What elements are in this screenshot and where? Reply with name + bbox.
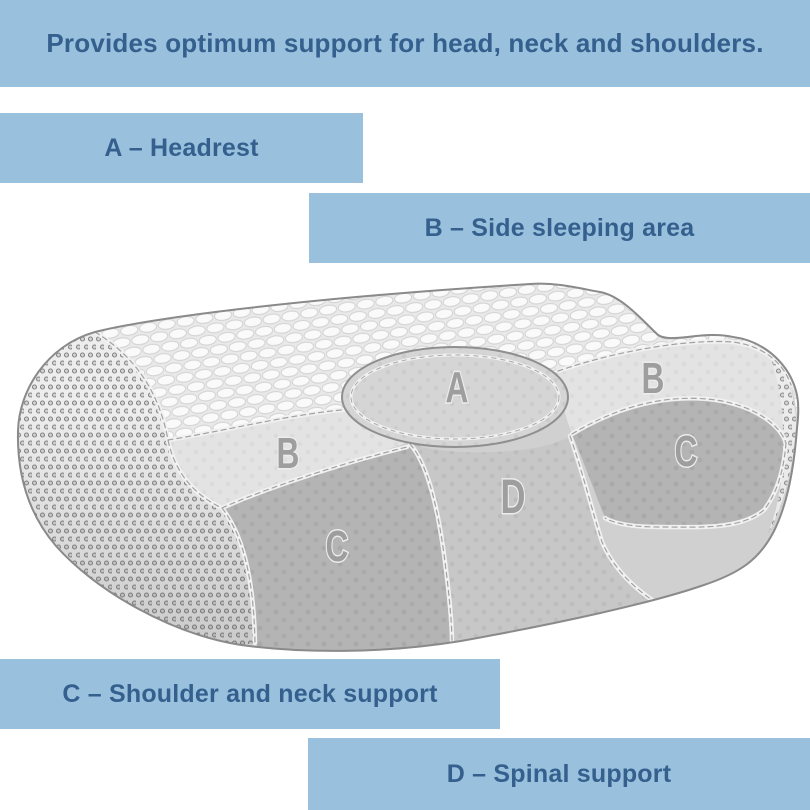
legend-item-c: C – Shoulder and neck support xyxy=(0,659,500,729)
zone-letter-c-right: C xyxy=(675,427,698,476)
zone-d xyxy=(410,436,668,643)
legend-item-a: A – Headrest xyxy=(0,113,363,183)
legend-label-a: A – Headrest xyxy=(104,133,259,162)
zone-letter-b-right: B xyxy=(642,354,665,403)
legend-label-c: C – Shoulder and neck support xyxy=(62,679,438,708)
zone-b-right xyxy=(558,341,794,443)
banner-text: Provides optimum support for head, neck … xyxy=(46,28,764,58)
zone-letter-d: D xyxy=(501,469,526,523)
zone-letter-b-left: B xyxy=(277,429,300,478)
legend-label-d: D – Spinal support xyxy=(446,759,672,788)
legend-label-b: B – Side sleeping area xyxy=(424,213,695,242)
zone-letter-a: A xyxy=(446,363,469,412)
banner: Provides optimum support for head, neck … xyxy=(0,0,810,87)
zone-a-ellipse xyxy=(341,346,569,448)
pillow-right-face xyxy=(768,350,797,534)
legend-item-d: D – Spinal support xyxy=(308,738,810,810)
zone-c-left xyxy=(222,441,452,651)
legend-item-b: B – Side sleeping area xyxy=(309,193,810,263)
zone-letter-c-left: C xyxy=(326,522,349,571)
zone-c-right xyxy=(572,398,786,528)
zone-b-left xyxy=(168,409,415,508)
